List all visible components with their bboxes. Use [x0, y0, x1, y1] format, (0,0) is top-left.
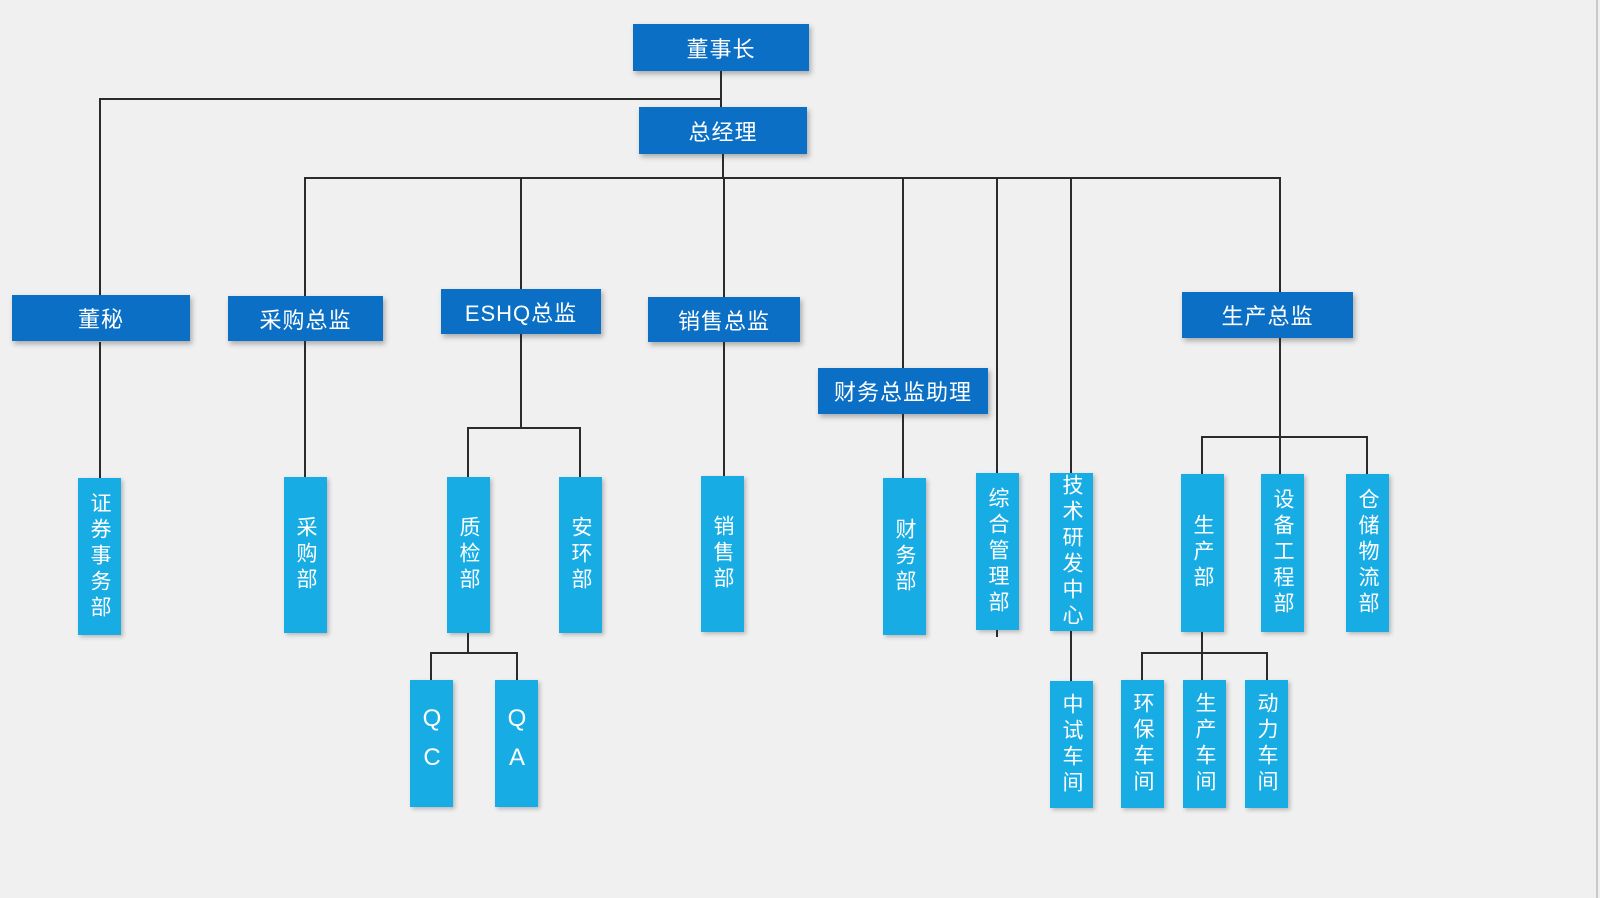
node-power-workshop: 动力车间	[1245, 680, 1288, 808]
connector-line	[1201, 652, 1203, 681]
connector-line	[1366, 436, 1368, 476]
node-tech-rd-center: 技术研发中心	[1050, 473, 1093, 631]
node-label: 采购部	[294, 516, 317, 594]
page-edge-line	[1596, 0, 1598, 898]
node-label: 技术研发中心	[1060, 474, 1083, 630]
connector-line	[520, 177, 522, 289]
connector-line	[1201, 436, 1368, 438]
connector-line	[99, 98, 722, 100]
connector-line	[1279, 177, 1281, 292]
connector-line	[1279, 338, 1281, 438]
connector-line	[1141, 652, 1143, 681]
node-equipment-engineering-dept: 设备工程部	[1261, 474, 1304, 632]
connector-line	[304, 177, 1281, 179]
node-finance-dept: 财务部	[883, 478, 926, 635]
node-quality-inspection-dept: 质检部	[447, 477, 490, 633]
connector-line	[430, 652, 432, 681]
node-sales-dept: 销售部	[701, 476, 744, 632]
node-label: 安环部	[569, 516, 592, 594]
connector-line	[902, 177, 904, 368]
node-eshq-director: ESHQ总监	[441, 289, 601, 334]
node-label: 动力车间	[1255, 692, 1278, 796]
node-production-workshop: 生产车间	[1183, 680, 1226, 808]
connector-line	[1070, 177, 1072, 474]
connector-line	[1279, 436, 1281, 476]
connector-line	[723, 177, 725, 297]
node-sales-director: 销售总监	[648, 297, 800, 342]
node-label: 财务部	[893, 517, 916, 596]
connector-line	[1201, 436, 1203, 476]
connector-line	[1201, 632, 1203, 654]
node-label: 销售部	[711, 515, 734, 593]
node-qc-dept: QC	[410, 680, 453, 807]
node-label: 生产车间	[1193, 692, 1216, 796]
connector-line	[304, 177, 306, 296]
node-general-manager: 总经理	[639, 107, 807, 154]
connector-line	[516, 652, 518, 681]
connector-line	[430, 652, 518, 654]
node-label: 设备工程部	[1271, 488, 1294, 618]
node-label: 证券事务部	[88, 491, 111, 622]
node-label: QC	[418, 704, 446, 783]
connector-line	[99, 342, 101, 478]
node-label: 综合管理部	[986, 486, 1009, 617]
connector-line	[722, 154, 724, 178]
node-env-protection-workshop: 环保车间	[1121, 680, 1164, 808]
connector-line	[579, 427, 581, 477]
connector-line	[467, 427, 469, 477]
connector-line	[467, 632, 469, 654]
connector-line	[902, 414, 904, 478]
node-label: 环保车间	[1131, 692, 1154, 796]
node-procurement-director: 采购总监	[228, 296, 383, 341]
node-procurement-dept: 采购部	[284, 477, 327, 633]
node-chairman: 董事长	[633, 24, 809, 71]
node-securities-affairs-dept: 证券事务部	[78, 478, 121, 635]
node-label: 中试车间	[1060, 692, 1083, 797]
node-label: QA	[503, 704, 531, 783]
node-production-director: 生产总监	[1182, 292, 1353, 338]
connector-line	[1070, 630, 1072, 681]
node-production-dept: 生产部	[1181, 474, 1224, 632]
node-safety-environment-dept: 安环部	[559, 477, 602, 633]
connector-line	[304, 341, 306, 477]
node-warehouse-logistics-dept: 仓储物流部	[1346, 474, 1389, 632]
connector-line	[996, 629, 998, 637]
node-general-admin-dept: 综合管理部	[976, 473, 1019, 630]
node-pilot-workshop: 中试车间	[1050, 681, 1093, 808]
connector-line	[1141, 652, 1268, 654]
connector-line	[520, 334, 522, 429]
connector-line	[720, 71, 722, 108]
connector-line	[996, 177, 998, 474]
node-label: 质检部	[457, 516, 480, 594]
node-board-secretary: 董秘	[12, 295, 190, 341]
node-finance-director-assistant: 财务总监助理	[818, 368, 988, 414]
node-label: 仓储物流部	[1356, 488, 1379, 618]
connector-line	[723, 342, 725, 476]
connector-line	[99, 98, 101, 295]
node-qa-dept: QA	[495, 680, 538, 807]
connector-line	[467, 427, 581, 429]
node-label: 生产部	[1191, 514, 1214, 592]
connector-line	[1266, 652, 1268, 681]
